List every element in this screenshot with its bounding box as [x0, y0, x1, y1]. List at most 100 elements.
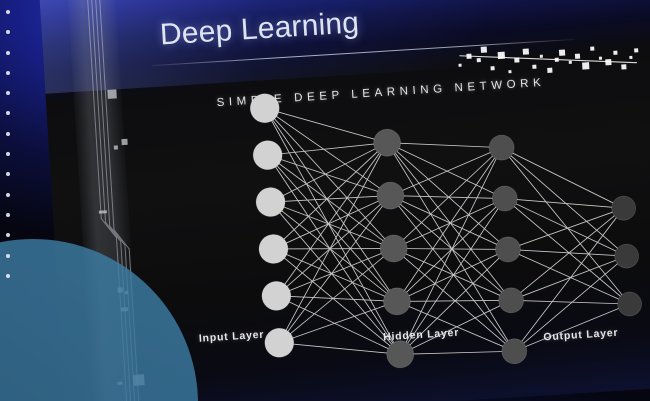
- rail-dot: [6, 233, 10, 238]
- network-edge: [276, 248, 394, 297]
- network-edge: [393, 248, 515, 352]
- scatter-point: [532, 64, 537, 69]
- network-node: [383, 287, 411, 316]
- network-edge: [399, 249, 509, 355]
- scatter-point: [476, 58, 481, 63]
- scatter-point: [621, 64, 627, 70]
- mini-scatter-chart: [451, 29, 644, 97]
- network-edge: [504, 198, 627, 257]
- scatter-point: [568, 60, 572, 64]
- network-edge: [270, 201, 394, 249]
- scatter-point: [508, 70, 512, 74]
- network-edge: [386, 142, 505, 199]
- network-node: [386, 340, 415, 369]
- rail-dot: [6, 30, 10, 35]
- scatter-point: [466, 53, 472, 59]
- network-node: [249, 93, 280, 124]
- network-node: [498, 287, 525, 314]
- network-node: [376, 181, 405, 210]
- network-edge: [513, 207, 624, 352]
- network-edges: [264, 107, 630, 355]
- network-edge: [510, 255, 627, 301]
- network-edge: [278, 195, 391, 344]
- network-edge: [390, 195, 509, 250]
- network-edge: [270, 195, 391, 203]
- network-edge: [504, 198, 630, 305]
- network-node: [614, 243, 639, 269]
- mini-scatter-svg: [458, 46, 639, 74]
- network-layer-input: [249, 93, 295, 358]
- network-edge: [393, 198, 505, 249]
- network-node: [255, 187, 286, 217]
- network-edge: [386, 142, 509, 250]
- network-edge: [501, 147, 630, 305]
- scatter-point: [590, 46, 595, 51]
- scatter-point: [490, 66, 495, 71]
- network-node: [258, 234, 289, 264]
- rail-dot: [6, 70, 10, 75]
- network-edge: [390, 147, 502, 196]
- rail-dot: [6, 152, 10, 157]
- network-edge: [267, 154, 391, 197]
- network-edge: [273, 248, 398, 302]
- network-edge: [387, 142, 502, 149]
- network-edge: [279, 342, 401, 355]
- network-edge: [267, 154, 398, 302]
- neural-network-svg: [249, 93, 642, 369]
- network-edge: [501, 147, 624, 209]
- network-edge: [396, 249, 509, 302]
- neural-network-diagram: [165, 55, 650, 385]
- network-edge: [396, 299, 512, 302]
- network-node: [501, 338, 528, 365]
- network-edge: [267, 154, 401, 355]
- network-edge: [390, 195, 505, 199]
- network-edge: [396, 198, 506, 302]
- scatter-point: [629, 55, 633, 60]
- scatter-point: [547, 67, 553, 73]
- network-edge: [399, 198, 506, 355]
- network-edge: [264, 108, 401, 355]
- network-edge: [267, 154, 394, 249]
- network-edge: [393, 248, 508, 250]
- rail-dot: [6, 273, 10, 278]
- network-edge: [264, 107, 398, 302]
- scatter-point: [458, 63, 462, 67]
- network-edge: [511, 299, 630, 305]
- network-edge: [507, 207, 624, 250]
- network-edge: [513, 255, 627, 352]
- scatter-point: [634, 48, 639, 53]
- rail-dot: [6, 253, 10, 258]
- network-edge: [396, 301, 515, 352]
- scatter-point: [605, 59, 612, 66]
- network-node: [617, 291, 642, 317]
- rail-dot: [6, 172, 10, 177]
- network-edge: [393, 248, 512, 301]
- rail-dot: [6, 111, 10, 116]
- rail-dot: [6, 212, 10, 217]
- network-edge: [273, 142, 388, 250]
- network-node: [261, 280, 292, 311]
- network-node: [252, 140, 283, 171]
- scatter-point: [558, 49, 566, 56]
- network-node: [488, 134, 515, 161]
- network-edge: [501, 147, 627, 257]
- rail-dot: [6, 131, 10, 136]
- network-edge: [504, 198, 624, 209]
- scatter-point: [554, 57, 559, 62]
- network-edge: [390, 195, 512, 301]
- network-edge: [264, 107, 388, 144]
- network-edge: [399, 147, 503, 355]
- rail-dot: [6, 192, 10, 197]
- network-edge: [267, 142, 388, 156]
- network-edge: [264, 107, 394, 249]
- network-edge: [273, 248, 394, 250]
- network-edge: [270, 142, 388, 203]
- network-edge: [507, 249, 627, 257]
- rail-dot: [6, 91, 10, 96]
- scatter-point: [598, 56, 603, 60]
- network-node: [264, 327, 295, 358]
- network-node: [491, 185, 518, 212]
- scatter-point: [522, 48, 530, 55]
- network-layer-hidden2: [488, 134, 528, 365]
